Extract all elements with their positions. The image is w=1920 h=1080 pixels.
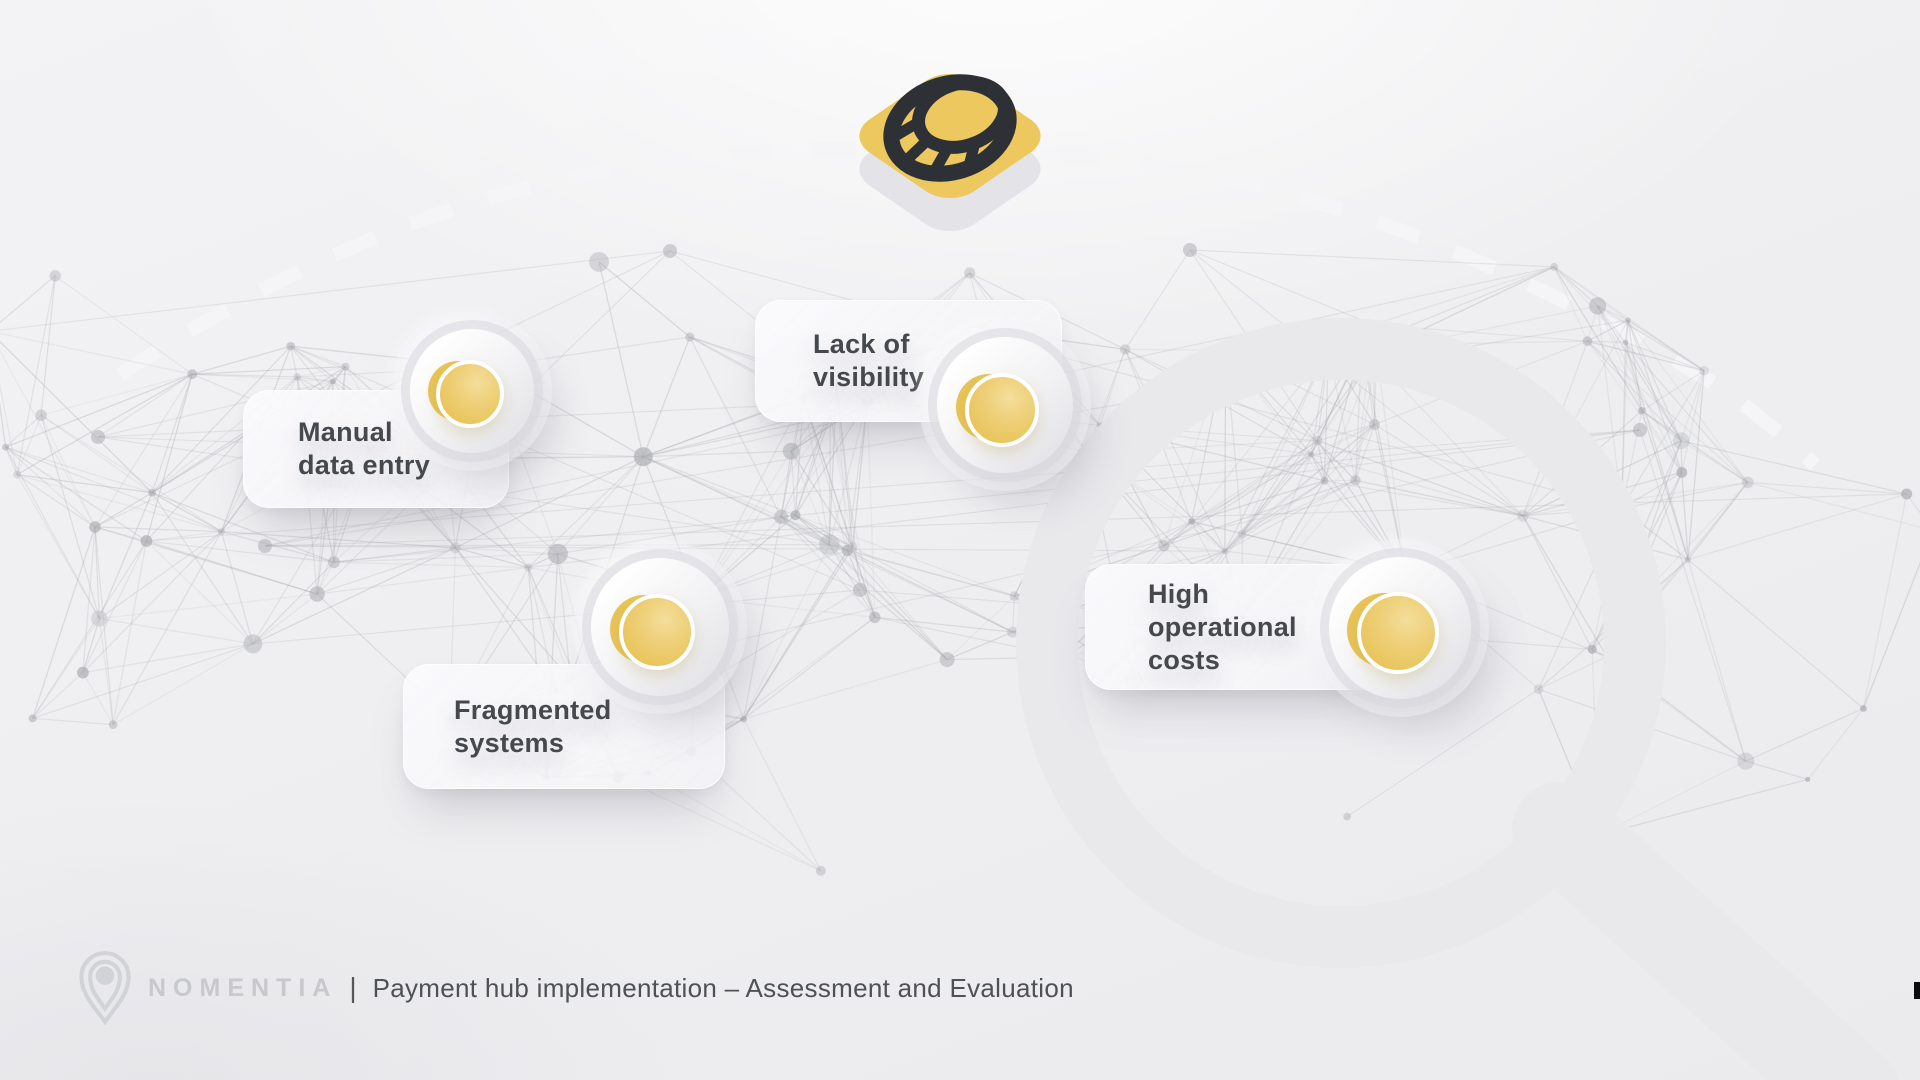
card-label-line: operational <box>1148 611 1297 642</box>
brand-name: NOMENTIA <box>148 973 338 1002</box>
card-label-line: Manual <box>298 417 393 447</box>
badge-high-operational-costs <box>1329 557 1471 699</box>
yellow-dot-icon <box>619 594 695 670</box>
nomentia-pin-logo-icon <box>79 951 131 1026</box>
badge-lack-of-visibility <box>937 337 1073 473</box>
card-label-line: High <box>1148 578 1210 609</box>
yellow-dot-icon <box>965 373 1039 447</box>
card-label-line: costs <box>1148 644 1221 675</box>
logo-center-dot <box>95 966 115 985</box>
coin-glyph <box>883 74 1017 182</box>
coin-icon <box>859 73 1041 232</box>
badge-manual-data-entry <box>410 329 534 453</box>
card-label-line: Lack of <box>813 329 910 359</box>
slide-title: Payment hub implementation – Assessment … <box>372 972 1074 1003</box>
card-fragmented-systems: Fragmented systems <box>403 664 725 789</box>
card-label-line: data entry <box>298 450 431 480</box>
footer: NOMENTIA | Payment hub implementation – … <box>76 946 1074 1030</box>
yellow-dot-icon <box>436 360 504 428</box>
magnifier-handle <box>1512 782 1899 1080</box>
footer-separator: | <box>349 972 357 1003</box>
magnifier <box>1016 318 1899 1080</box>
yellow-dot-icon <box>1357 592 1439 674</box>
card-label-line: Fragmented <box>454 694 612 725</box>
card-label-line: systems <box>454 727 565 758</box>
dashed-route-arc <box>116 140 1820 471</box>
badge-fragmented-systems <box>591 558 729 696</box>
magnifier-lens-ring <box>1016 318 1666 968</box>
card-label-line: visibility <box>813 362 925 392</box>
corner-mark <box>1914 982 1920 999</box>
